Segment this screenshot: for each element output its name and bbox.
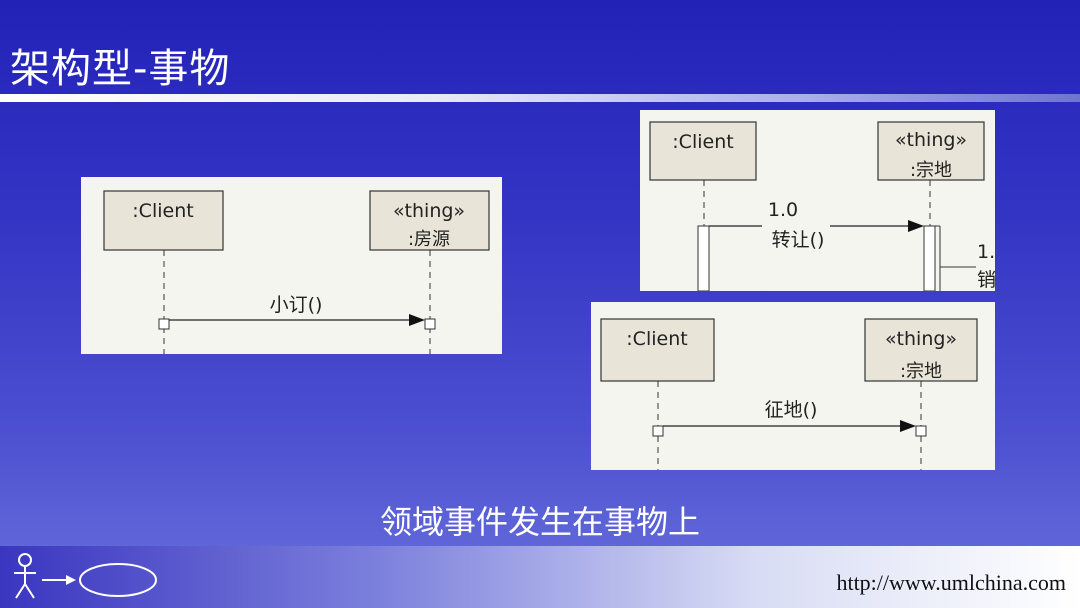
slide-caption: 领域事件发生在事物上 — [379, 503, 700, 541]
sequence-diagram-3: :Client «thing» :宗地 征地() — [591, 302, 995, 470]
cut-message-text: 销 — [977, 269, 995, 291]
client-lifeline-box — [649, 121, 757, 181]
thing-activation — [915, 425, 927, 437]
client-activation — [697, 225, 710, 291]
footer-bar: http://www.umlchina.com — [0, 546, 1080, 608]
message-arrowhead — [900, 420, 916, 432]
slide-title: 架构型-事物 — [10, 46, 231, 92]
thing-activation — [424, 318, 436, 330]
thing-name: :宗地 — [900, 361, 942, 382]
cut-message-number: 1. — [977, 241, 995, 263]
message-number: 1.0 — [768, 199, 798, 221]
diagram-1-canvas: :Client «thing» :房源 小订() — [103, 190, 490, 354]
thing-lifeline-box — [369, 190, 490, 251]
thing-lifeline-box — [877, 121, 985, 181]
client-label: :Client — [626, 328, 687, 350]
thing-activation — [923, 225, 936, 291]
client-activation — [158, 318, 170, 330]
message-arrowhead — [908, 220, 924, 232]
client-activation — [652, 425, 664, 437]
thing-stereotype: «thing» — [895, 129, 967, 151]
thing-name: :房源 — [408, 229, 450, 250]
client-label: :Client — [672, 131, 733, 153]
footer-url[interactable]: http://www.umlchina.com — [836, 570, 1066, 595]
client-lifeline-box — [103, 190, 224, 251]
thing-name: :宗地 — [910, 160, 952, 181]
title-underline — [0, 94, 1080, 102]
uml-logo-icon — [14, 553, 157, 599]
message-label: 小订() — [270, 294, 323, 316]
thing-lifeline-box — [864, 318, 978, 382]
diagram-2-canvas: :Client «thing» :宗地 1.0 转让() 1. 销 — [649, 121, 995, 291]
sequence-diagram-2: :Client «thing» :宗地 1.0 转让() 1. 销 — [640, 110, 995, 291]
message-arrowhead — [409, 314, 425, 326]
diagram-3-canvas: :Client «thing» :宗地 征地() — [600, 318, 978, 470]
message-label: 转让() — [772, 229, 825, 251]
sequence-diagram-1: :Client «thing» :房源 小订() — [81, 177, 502, 354]
message-label: 征地() — [765, 399, 818, 421]
thing-stereotype: «thing» — [393, 200, 465, 222]
client-label: :Client — [132, 200, 193, 222]
thing-stereotype: «thing» — [885, 328, 957, 350]
